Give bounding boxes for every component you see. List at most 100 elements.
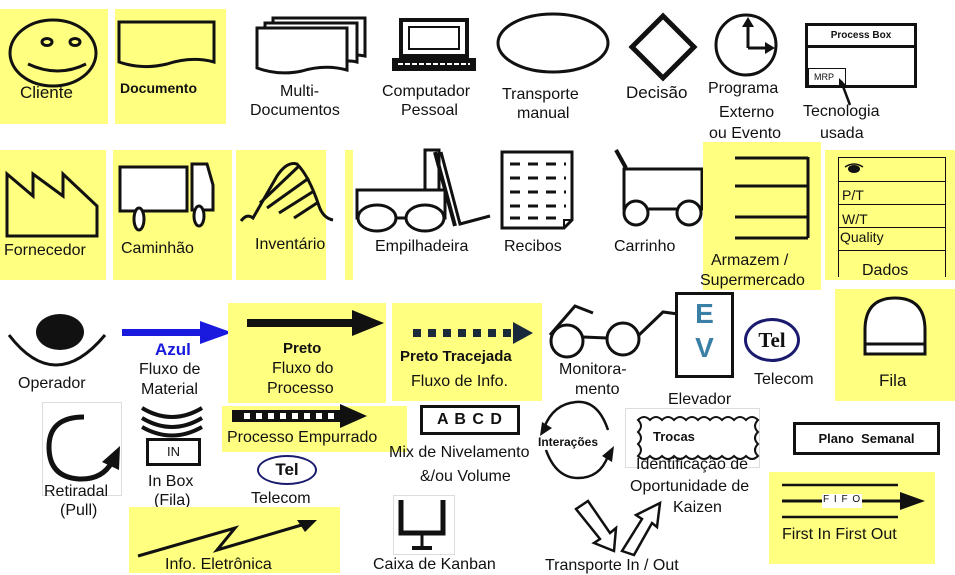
kanban-post-icon <box>398 500 446 550</box>
fifo-tag: F I F O <box>823 494 862 505</box>
kanban-frame <box>393 495 455 555</box>
trocas-label: Trocas <box>653 429 695 444</box>
pull-arrow-icon <box>46 414 120 482</box>
transporte-manual-label-2: manual <box>517 105 570 122</box>
azul-label-2: Material <box>141 381 198 398</box>
armazem-label-2: Supermercado <box>700 272 805 289</box>
retirada-frame <box>42 402 122 496</box>
truck-icon <box>118 162 215 232</box>
stacked-material-icon <box>140 406 204 438</box>
fornecedor-label: Fornecedor <box>4 242 86 259</box>
inventory-triangle-icon <box>239 162 334 222</box>
fornecedor-tile <box>0 150 106 280</box>
monitoramento-label-2: mento <box>575 381 620 398</box>
telecom-badge-small-text: Tel <box>275 460 299 479</box>
elevator-letter-v: V <box>695 332 714 363</box>
forklift-icon <box>355 148 491 233</box>
abcd-box-text: A B C D <box>437 411 503 428</box>
kaizen-frame <box>625 408 760 468</box>
process-box: Process Box MRP <box>805 23 917 88</box>
operator-icon <box>7 314 107 367</box>
data-box: P/T W/T Quality <box>838 157 946 277</box>
mrp-tag: MRP <box>808 68 846 86</box>
retirada-label-1: Retiradal <box>44 483 109 500</box>
data-box-row-quality: Quality <box>839 228 945 251</box>
telecom-badge-large-text: Tel <box>758 328 786 352</box>
computador-label-2: Pessoal <box>401 102 458 119</box>
in-box-label-1: In Box <box>148 473 194 490</box>
pointer-arrow-icon <box>839 78 852 106</box>
supermarket-icon <box>735 156 810 240</box>
dashed-info-flow-arrow-icon <box>413 322 533 344</box>
clock-icon <box>714 13 778 77</box>
elevator-letter-e: E <box>695 298 714 329</box>
info-eletronica-tile <box>129 507 340 573</box>
azul-label-1: Fluxo de <box>139 361 201 378</box>
tecnologia-label-1: Tecnologia <box>803 103 880 120</box>
multi-documentos-label-2: Documentos <box>250 102 340 119</box>
fifo-arrow-icon <box>782 483 925 519</box>
plano-semanal-box: Plano Semanal <box>793 422 940 455</box>
dados-label: Dados <box>862 262 909 279</box>
monitoramento-label-1: Monitora- <box>559 361 627 378</box>
electronic-info-zigzag-icon <box>137 520 317 558</box>
kaizen-burst-icon <box>636 416 760 460</box>
glasses-icon <box>548 304 679 359</box>
data-box-row-pt: P/T <box>839 182 945 205</box>
push-arrow-icon <box>232 404 367 428</box>
computador-label-1: Computador <box>382 83 471 100</box>
black-process-flow-arrow-icon <box>247 310 384 336</box>
in-box: IN <box>146 438 201 466</box>
manual-transport-ellipse-icon <box>496 12 610 74</box>
tecnologia-label-2: usada <box>820 125 864 142</box>
cliente-label: Cliente <box>20 83 73 102</box>
telecom-small-label: Telecom <box>251 490 311 507</box>
empilhadeira-edge <box>345 150 353 280</box>
fifo-label: First In First Out <box>782 526 897 543</box>
blue-material-flow-arrow-icon <box>122 321 232 344</box>
process-box-header: Process Box <box>808 26 914 48</box>
retirada-label-2: (Pull) <box>60 502 98 519</box>
interaction-cycle-icon <box>540 400 614 480</box>
azul-title: Azul <box>155 340 191 359</box>
eye-icon <box>844 163 864 173</box>
data-box-row-wt: W/T <box>839 205 945 228</box>
document-icon <box>117 20 216 69</box>
telecom-badge-small: Tel <box>257 455 317 485</box>
operador-label: Operador <box>18 375 86 392</box>
preto-tracejada-label: Fluxo de Info. <box>411 373 508 390</box>
caminhao-label: Caminhão <box>121 240 194 257</box>
computer-icon <box>392 18 476 71</box>
abcd-box: A B C D <box>420 405 520 435</box>
carrinho-label: Carrinho <box>614 238 676 255</box>
preto-label-1: Fluxo do <box>272 360 334 377</box>
in-box-tag: IN <box>167 444 180 459</box>
factory-icon <box>5 170 99 238</box>
caixa-kanban-label: Caixa de Kanban <box>373 556 496 573</box>
preto-label-2: Processo <box>267 380 334 397</box>
programa-label-1: Programa <box>708 80 779 97</box>
cart-icon <box>614 149 704 227</box>
kaizen-label-1: Identificação de <box>636 456 749 473</box>
multi-documents-icon <box>255 16 367 75</box>
programa-label-3: ou Evento <box>709 125 782 142</box>
empilhadeira-label: Empilhadeira <box>375 238 469 255</box>
kaizen-label-3: Kaizen <box>673 499 722 516</box>
interacoes-label: Interações <box>538 435 599 449</box>
preto-title: Preto <box>283 340 322 357</box>
queue-dome-icon <box>863 296 927 356</box>
receipts-icon <box>500 150 574 230</box>
elevator-box: E V <box>675 292 734 378</box>
decision-diamond-icon <box>628 12 698 82</box>
inventario-label: Inventário <box>255 236 326 253</box>
preto-tracejada-tile <box>392 303 542 401</box>
telecom-badge-large: Tel <box>744 318 800 362</box>
fila-label: Fila <box>879 371 907 390</box>
cliente-tile <box>0 9 108 124</box>
recibos-label: Recibos <box>504 238 562 255</box>
plano-semanal-text: Plano Semanal <box>818 431 915 446</box>
telecom-large-label: Telecom <box>754 371 814 388</box>
transporte-manual-label-1: Transporte <box>502 86 579 103</box>
transporte-in-out-label: Transporte In / Out <box>545 557 679 574</box>
in-box-label-2: (Fila) <box>154 492 191 509</box>
